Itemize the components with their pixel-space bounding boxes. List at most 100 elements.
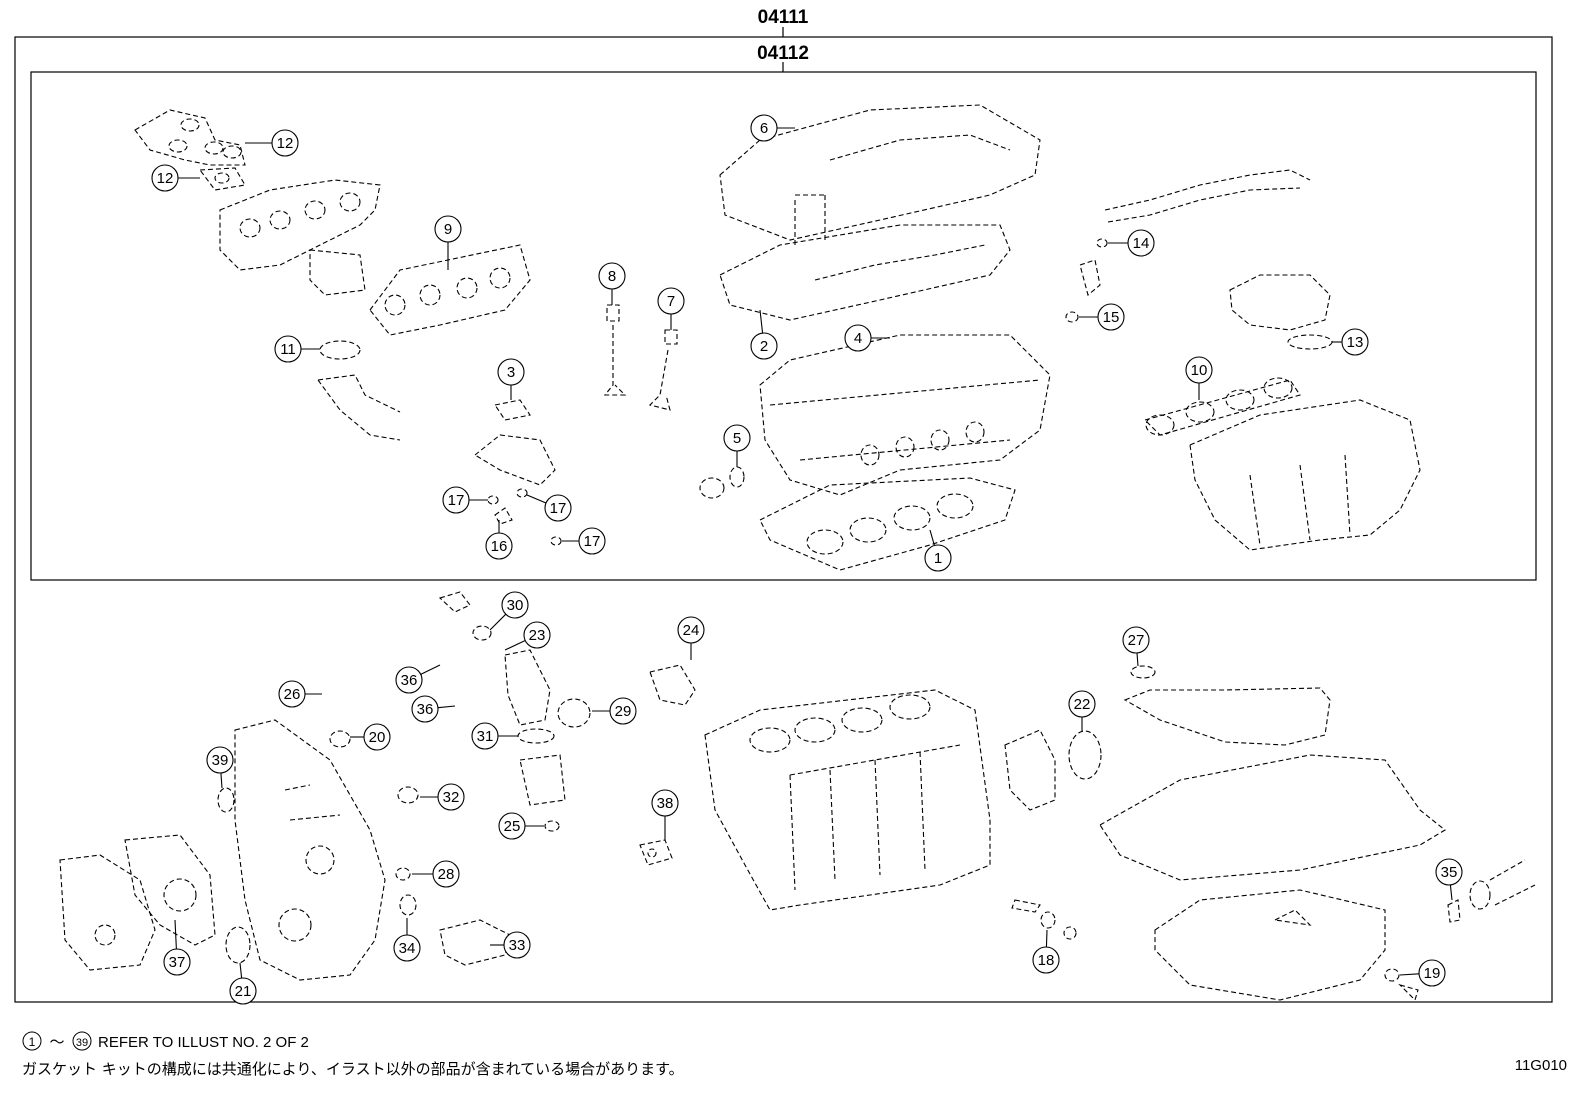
callout-circle [163,948,191,976]
callout-17: 17 [562,527,606,555]
callout-circle [609,697,637,725]
callout-circle [1185,356,1213,384]
callout-leader [759,309,764,334]
callout-circle [1418,959,1446,987]
callout-4: 4 [844,324,890,352]
callout-circle [271,129,299,157]
callout-circle [750,332,778,360]
callout-circle [498,812,526,840]
callout-number: 15 [1103,309,1120,326]
seal-illustration [217,730,419,964]
callout-number: 28 [438,866,455,883]
callout-circle [274,335,302,363]
callout-circle [1068,690,1096,718]
callout-circle [393,934,421,962]
callout-circle [1122,626,1150,654]
callout-number: 17 [448,492,465,509]
callout-circle [278,680,306,708]
callout-9: 9 [434,215,462,270]
callout-number: 6 [760,120,768,137]
callout-number: 31 [477,728,494,745]
callout-number: 1 [934,550,942,567]
callout-circle [151,164,179,192]
callout-18: 18 [1032,929,1060,974]
callout-37: 37 [163,919,191,976]
callout-circle [501,591,529,619]
callout-7: 7 [657,287,685,330]
callout-circle [598,262,626,290]
callout-24: 24 [677,616,705,660]
callout-circle [544,494,572,522]
callout-number: 5 [733,430,741,447]
callout-circle [924,544,952,572]
callout-33: 33 [490,931,531,959]
callout-6: 6 [750,114,795,142]
callout-leader [220,772,223,789]
rear-seal-retainer-illustration [1004,729,1102,811]
callout-number: 36 [401,672,418,689]
callout-circle [657,287,685,315]
note-range-start: 1 [29,1035,36,1049]
outer-kit-code: 04111 [758,7,809,28]
callout-number: 36 [417,701,434,718]
cylinder-head-cover-illustration [719,104,1041,245]
callout-25: 25 [498,812,544,840]
callout-number: 4 [854,330,862,347]
callout-39: 39 [206,746,234,789]
callout-17: 17 [526,494,572,522]
refer-note: REFER TO ILLUST NO. 2 OF 2 [98,1034,309,1051]
callout-number: 20 [369,729,386,746]
callout-21: 21 [229,962,257,1005]
callout-leader [526,494,547,504]
timing-cover-illustration [234,719,386,981]
illustration-code: 11G010 [1515,1057,1567,1074]
callout-12: 12 [245,129,299,157]
callout-circle [1032,946,1060,974]
inner-kit-code: 04112 [757,43,809,64]
callout-number: 33 [509,937,526,954]
callout-number: 27 [1128,632,1145,649]
cylinder-head-illustration [759,334,1051,496]
callout-number: 25 [504,818,521,835]
callout-17: 17 [442,486,488,514]
callout-3: 3 [497,358,525,400]
callout-leader [489,613,507,631]
callout-circle [485,532,513,560]
callout-circle [1341,328,1369,356]
callout-number: 12 [157,170,174,187]
callout-number: 13 [1347,334,1364,351]
callout-leader [239,962,243,979]
callout-circle [750,114,778,142]
callout-number: 26 [284,686,301,703]
callout-14: 14 [1108,229,1155,257]
callout-1: 1 [924,529,952,572]
callout-23: 23 [504,621,551,651]
water-inlet-illustration [438,591,591,966]
callout-number: 32 [443,789,460,806]
callout-number: 17 [550,500,567,517]
callout-leader [504,640,526,651]
callout-leader [929,529,935,546]
callout-34: 34 [393,918,421,962]
callout-32: 32 [420,783,465,811]
callout-circle [434,215,462,243]
exhaust-pipe-illustration [317,340,401,441]
note-range-icons [22,1031,92,1051]
callout-number: 19 [1424,965,1441,982]
callout-27: 27 [1122,626,1150,667]
callout-number: 11 [280,341,296,358]
callout-number: 24 [683,622,700,639]
callout-circle [229,977,257,1005]
callout-number: 10 [1191,362,1208,379]
callout-2: 2 [750,309,778,360]
callout-29: 29 [592,697,637,725]
callout-5: 5 [723,424,751,467]
callout-number: 14 [1133,235,1150,252]
callout-circle [651,789,679,817]
callout-number: 12 [277,135,294,152]
callout-30: 30 [489,591,529,631]
callout-number: 21 [235,983,252,1000]
cylinder-block-illustration [704,689,991,911]
callout-number: 18 [1038,952,1055,969]
